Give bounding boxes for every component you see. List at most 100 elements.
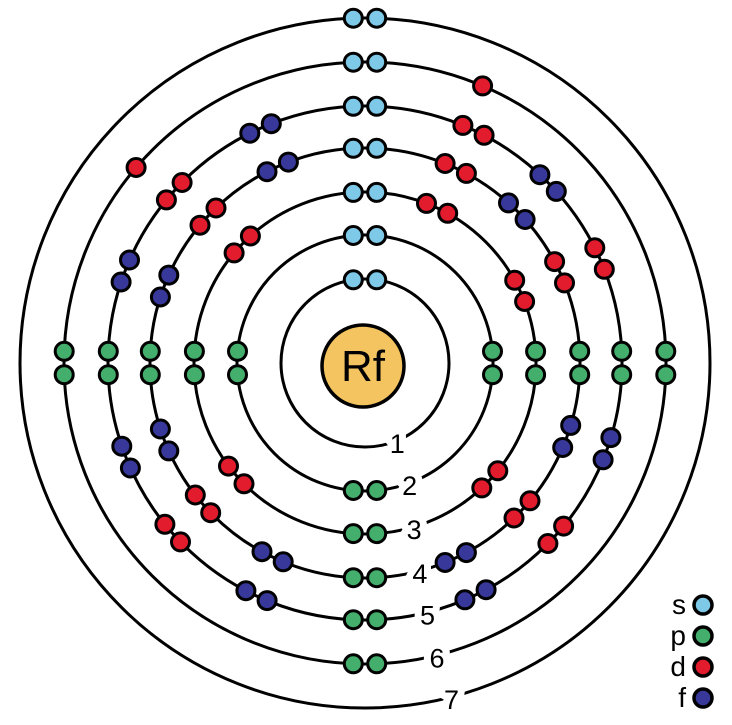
electron-f: [475, 579, 497, 601]
legend-dot-f: [692, 687, 714, 709]
electron-f: [235, 580, 257, 602]
electron-f: [119, 457, 141, 479]
electron-f: [158, 264, 180, 286]
legend-dot-p: [692, 625, 714, 647]
electron-d: [537, 533, 559, 554]
shell-circle-1: [279, 277, 451, 449]
electron-f: [277, 151, 299, 173]
electron-d: [544, 251, 566, 273]
electron-d: [514, 291, 536, 312]
legend-label-d: d: [670, 651, 686, 682]
electron-s: [342, 181, 364, 203]
electron-p: [482, 340, 503, 362]
electron-f: [110, 271, 132, 293]
electron-f: [514, 209, 536, 230]
electron-f: [149, 418, 171, 440]
shell-number-3: 3: [407, 515, 422, 545]
electron-p: [366, 567, 388, 589]
electron-p: [366, 653, 388, 675]
electron-s: [342, 95, 364, 117]
electron-p: [342, 653, 364, 675]
electron-p: [342, 609, 364, 631]
electron-p: [97, 364, 119, 386]
electron-p: [342, 567, 364, 589]
electron-f: [529, 164, 551, 186]
electron-d: [519, 490, 541, 512]
electron-s: [342, 137, 364, 159]
electron-p: [655, 364, 677, 386]
shell-circle-4: [148, 146, 582, 580]
legend-label-p: p: [670, 620, 686, 651]
electron-s: [342, 269, 364, 291]
shell-number-5: 5: [420, 600, 435, 630]
electron-d: [218, 455, 239, 477]
electron-d: [473, 124, 495, 146]
electron-p: [366, 480, 388, 501]
electron-f: [545, 180, 567, 202]
electron-d: [155, 189, 177, 211]
shell-number-2: 2: [402, 471, 417, 501]
electron-s: [366, 95, 388, 117]
electron-p: [569, 364, 591, 386]
electron-p: [53, 340, 75, 362]
electron-d: [593, 258, 615, 280]
electron-p: [183, 340, 205, 362]
electron-p: [611, 340, 633, 362]
electron-d: [452, 114, 474, 136]
electron-p: [611, 364, 633, 386]
electron-d: [553, 515, 575, 537]
electron-d: [554, 272, 575, 294]
electron-f: [455, 542, 477, 564]
electron-f: [560, 414, 582, 436]
electron-p: [655, 340, 677, 362]
electron-s: [366, 7, 388, 29]
electron-s: [366, 51, 388, 73]
electron-d: [171, 172, 193, 193]
electron-d: [504, 269, 526, 291]
electron-s: [342, 51, 364, 73]
electron-p: [342, 480, 364, 501]
electron-p: [342, 523, 364, 545]
electron-s: [366, 181, 388, 203]
electron-f: [149, 286, 171, 308]
electron-s: [342, 7, 364, 29]
electron-f: [111, 435, 133, 457]
electron-f: [251, 541, 273, 563]
electron-p: [183, 364, 205, 386]
element-symbol: Rf: [341, 342, 386, 391]
electron-d: [154, 513, 176, 535]
electron-p: [525, 340, 547, 362]
electron-p: [366, 609, 388, 631]
shell-number-1: 1: [390, 429, 405, 459]
legend-dot-d: [692, 656, 714, 678]
electron-d: [170, 531, 191, 553]
electron-d: [503, 507, 525, 529]
electron-d: [239, 225, 261, 247]
legend-label-f: f: [678, 682, 686, 713]
nucleus: [320, 323, 406, 409]
electron-d: [125, 157, 147, 178]
electron-p: [53, 364, 75, 386]
electron-d: [437, 202, 459, 224]
electron-p: [227, 364, 248, 386]
shell-circle-7: [18, 16, 712, 710]
electron-f: [434, 552, 456, 573]
electron-f: [256, 590, 278, 612]
electron-f: [498, 192, 519, 214]
electron-s: [342, 225, 364, 246]
electron-f: [260, 113, 282, 135]
electron-d: [200, 502, 222, 524]
electron-s: [366, 137, 388, 159]
shell-circle-5: [106, 104, 624, 622]
electron-d: [205, 197, 227, 219]
electron-f: [272, 551, 294, 573]
electron-p: [525, 364, 547, 386]
electron-f: [239, 122, 261, 144]
shell-number-7: 7: [444, 685, 459, 715]
electron-f: [552, 437, 574, 458]
electron-f: [592, 449, 614, 471]
shell-circle-3: [192, 190, 538, 536]
legend-label-s: s: [672, 589, 686, 620]
